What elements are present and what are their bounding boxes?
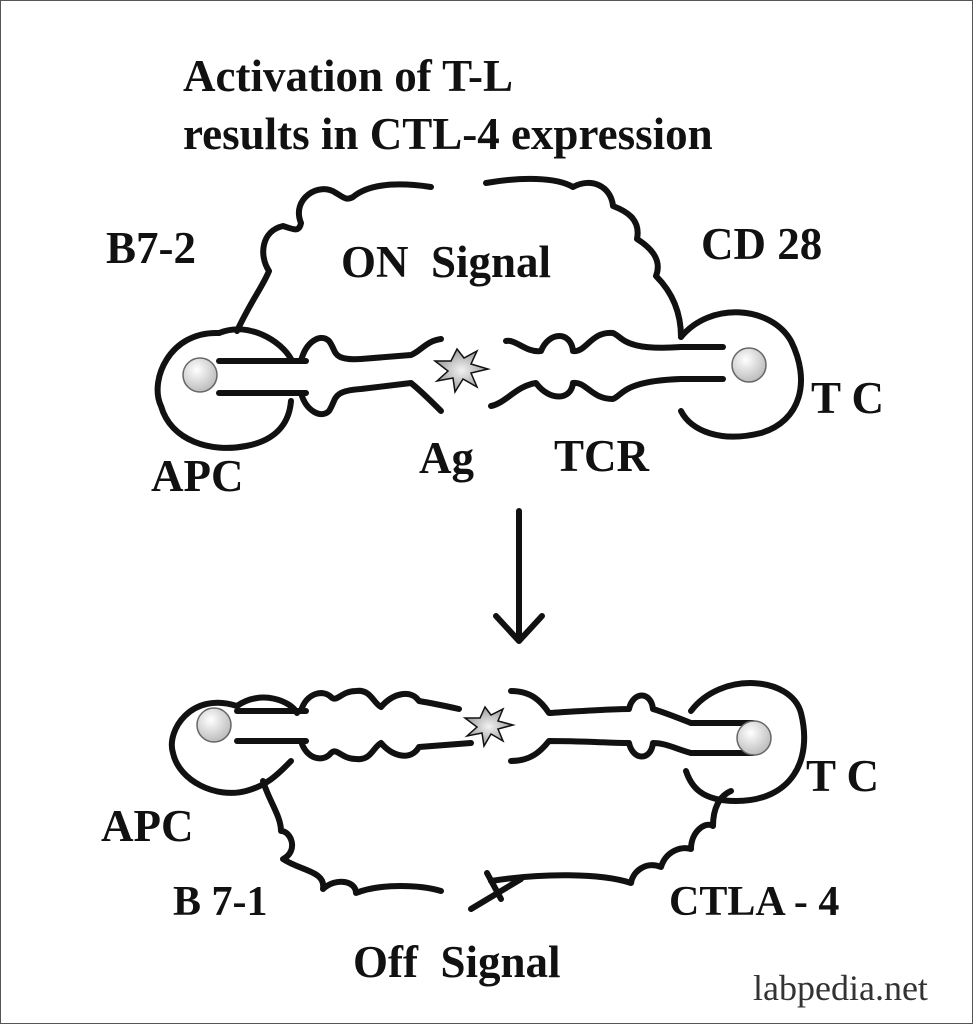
label-cd28: CD 28 [701, 219, 823, 269]
label-apc-bottom: APC [101, 801, 194, 851]
label-ctla-4: CTLA - 4 [669, 879, 840, 925]
label-apc-top: APC [151, 451, 244, 501]
tcr-arm-bottom [508, 688, 694, 726]
on-signal-membrane-right [483, 175, 684, 340]
label-ag: Ag [419, 433, 474, 483]
tc-nucleus-bottom [736, 720, 772, 756]
antigen-star-top [432, 347, 491, 395]
mhc-arm-bottom [298, 687, 462, 714]
off-signal-membrane-right [488, 788, 734, 886]
label-b7-2: B7-2 [106, 223, 196, 273]
off-signal-membrane-left [260, 778, 444, 896]
apc-cell-top [154, 329, 294, 451]
label-on-signal: ON Signal [341, 237, 552, 287]
title-line-1: Activation of T-L [183, 51, 514, 101]
watermark: labpedia.net [753, 968, 928, 1008]
label-tc-top: T C [811, 373, 884, 423]
apc-cell-bottom [168, 699, 294, 796]
t-cell-bottom [683, 680, 808, 804]
antigen-star-bottom [462, 705, 516, 749]
mhc-arm-top [298, 334, 444, 364]
label-b7-1: B 7-1 [173, 879, 268, 925]
t-cell-top [678, 309, 804, 440]
label-tc-bottom: T C [806, 751, 879, 801]
apc-nucleus-bottom [196, 707, 232, 743]
label-tcr: TCR [554, 431, 650, 481]
tcr-arm-top [503, 329, 684, 355]
tc-nucleus-top [731, 347, 767, 383]
title-line-2: results in CTL-4 expression [183, 109, 713, 159]
apc-nucleus-top [182, 357, 218, 393]
on-signal-membrane-left [234, 181, 434, 334]
label-off-signal: Off Signal [353, 937, 561, 987]
